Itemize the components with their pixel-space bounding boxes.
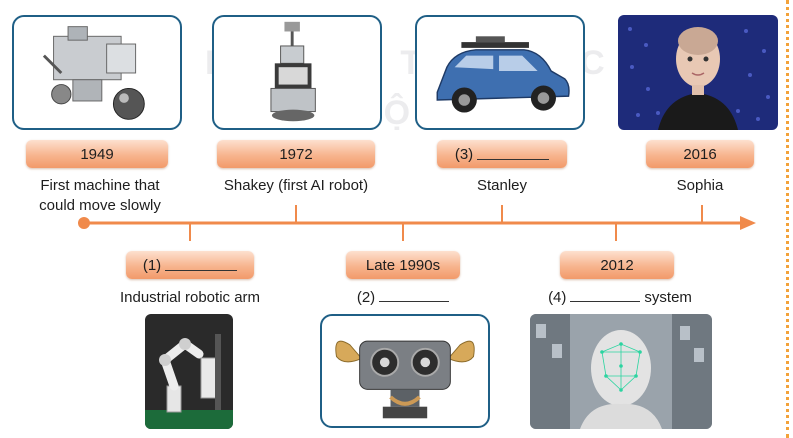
caption-2012: (4) system bbox=[520, 288, 720, 308]
kismet-robot-icon bbox=[320, 314, 490, 428]
caption-2016: Sophia bbox=[650, 176, 750, 196]
caption-line-1: Shakey (first AI robot) bbox=[202, 176, 390, 196]
robotic-arm-icon bbox=[145, 314, 233, 429]
timeline-label-late-1990s: Late 1990s bbox=[346, 251, 460, 279]
caption-robotic-arm: Industrial robotic arm bbox=[100, 288, 280, 308]
caption-line-1: Industrial robotic arm bbox=[100, 288, 280, 308]
timeline-label-stanley: (3) bbox=[437, 140, 567, 168]
caption-1949: First machine that could move slowly bbox=[10, 176, 190, 216]
label-text: 2012 bbox=[600, 257, 633, 274]
sophia-humanoid-icon bbox=[618, 15, 778, 130]
caption-line-2: could move slowly bbox=[10, 196, 190, 216]
label-text: 2016 bbox=[683, 146, 716, 163]
label-text: 1949 bbox=[80, 146, 113, 163]
blank-answer-line bbox=[570, 290, 640, 302]
face-recognition-icon bbox=[530, 314, 712, 429]
blank-answer-line bbox=[477, 148, 549, 160]
caption-line-1: First machine that bbox=[10, 176, 190, 196]
timeline-label-1949: 1949 bbox=[26, 140, 168, 168]
timeline-label-robotic-arm: (1) bbox=[126, 251, 254, 279]
caption-line-1: Stanley bbox=[440, 176, 564, 196]
caption-prefix: (4) bbox=[548, 289, 566, 306]
caption-suffix: system bbox=[644, 289, 692, 306]
shakey-robot-icon bbox=[212, 15, 382, 130]
blank-answer-line bbox=[379, 290, 449, 302]
caption-1972: Shakey (first AI robot) bbox=[202, 176, 390, 196]
early-machine-icon bbox=[12, 15, 182, 130]
label-text: 1972 bbox=[279, 146, 312, 163]
blank-answer-line bbox=[165, 259, 237, 271]
stanley-car-icon bbox=[415, 15, 585, 130]
caption-late-1990s: (2) bbox=[330, 288, 480, 308]
label-text: (3) bbox=[455, 146, 473, 163]
label-text: (1) bbox=[143, 257, 161, 274]
label-text: Late 1990s bbox=[366, 257, 440, 274]
caption-prefix: (2) bbox=[357, 289, 375, 306]
timeline-label-2016: 2016 bbox=[646, 140, 754, 168]
timeline-label-1972: 1972 bbox=[217, 140, 375, 168]
timeline-label-2012: 2012 bbox=[560, 251, 674, 279]
caption-line-1: Sophia bbox=[650, 176, 750, 196]
caption-stanley: Stanley bbox=[440, 176, 564, 196]
